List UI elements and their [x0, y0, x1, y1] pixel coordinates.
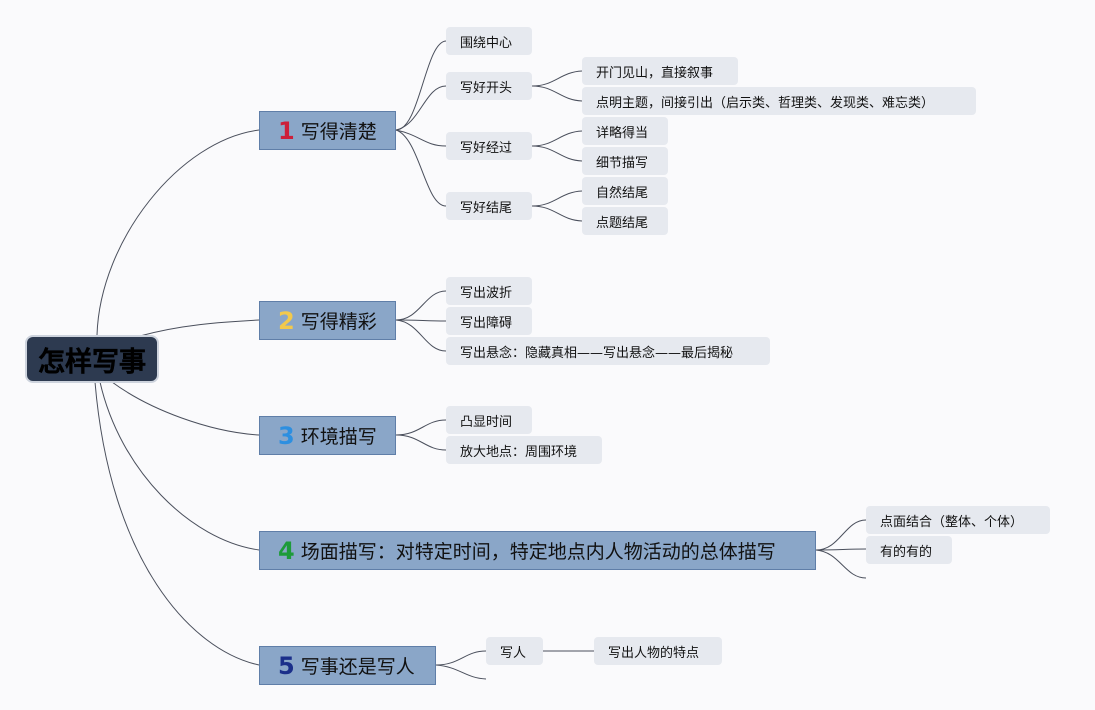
branch-3-label: 环境描写 [300, 426, 377, 448]
b3-child-1[interactable]: 凸显时间 [446, 406, 532, 434]
b1-leaf-ending-2-label: 点题结尾 [596, 215, 649, 231]
b1-leaf-opening-1-label: 开门见山，直接叙事 [596, 65, 714, 81]
b1-leaf-middle-1[interactable]: 详略得当 [582, 117, 668, 145]
b3-child-2-label: 放大地点：周围环境 [460, 444, 578, 460]
connector-b1-l5 [531, 190, 583, 207]
b1-leaf-opening-2-label: 点明主题，间接引出（启示类、哲理类、发现类、难忘类） [596, 95, 935, 111]
connector-b2-c1 [395, 290, 447, 321]
branch-2-node[interactable]: 2 写得精彩 [259, 301, 396, 340]
connector-b1-l6 [531, 205, 583, 222]
b1-leaf-opening-1[interactable]: 开门见山，直接叙事 [582, 57, 738, 85]
connector-b3-c1 [395, 419, 447, 436]
b4-child-2-label: 有的有的 [880, 544, 933, 560]
root-node[interactable]: 怎样写事 [25, 335, 159, 383]
connector-b2-c3 [395, 319, 447, 352]
b4-child-1[interactable]: 点面结合（整体、个体） [866, 506, 1050, 534]
connector-b1-c1 [395, 40, 447, 131]
branch-5-number: 5 [278, 651, 295, 680]
branch-1-node[interactable]: 1 写得清楚 [259, 111, 396, 150]
b1-child-3[interactable]: 写好经过 [446, 132, 532, 160]
root-label: 怎样写事 [38, 346, 146, 378]
connector-b2-c2 [395, 319, 447, 322]
b2-child-1-label: 写出波折 [460, 285, 513, 301]
branch-5-node[interactable]: 5 写事还是写人 [259, 646, 436, 685]
connector-b1-l2 [531, 85, 583, 102]
branch-2-number: 2 [278, 306, 295, 335]
b1-child-3-label: 写好经过 [460, 140, 513, 156]
branch-2-label: 写得精彩 [300, 311, 377, 333]
b1-child-4-label: 写好结尾 [460, 200, 513, 216]
connector-root-b5 [94, 381, 260, 666]
connector-b4-c3 [815, 549, 867, 579]
branch-5-label: 写事还是写人 [300, 656, 415, 678]
connector-b1-c2 [395, 85, 447, 131]
connector-b4-c1 [815, 519, 867, 551]
connector-b1-l4 [531, 145, 583, 162]
branch-3-number: 3 [278, 421, 295, 450]
branch-4-node[interactable]: 4 场面描写：对特定时间，特定地点内人物活动的总体描写 [259, 531, 816, 570]
b1-child-1[interactable]: 围绕中心 [446, 27, 532, 55]
b2-child-2-label: 写出障碍 [460, 315, 513, 331]
connector-root-b4 [99, 381, 260, 551]
b1-child-2[interactable]: 写好开头 [446, 72, 532, 100]
b2-child-1[interactable]: 写出波折 [446, 277, 532, 305]
b1-leaf-ending-1-label: 自然结尾 [596, 185, 649, 201]
connector-b5-c1 [435, 650, 487, 666]
b5-leaf-1[interactable]: 写出人物的特点 [594, 637, 722, 665]
b1-leaf-middle-1-label: 详略得当 [596, 125, 649, 141]
b1-leaf-ending-1[interactable]: 自然结尾 [582, 177, 668, 205]
connector-b1-l3 [531, 130, 583, 147]
branch-4-label: 场面描写：对特定时间，特定地点内人物活动的总体描写 [300, 541, 776, 563]
connector-root-b2 [139, 319, 260, 337]
branch-1-number: 1 [278, 116, 295, 145]
connector-b3-c2 [395, 434, 447, 451]
branch-3-node[interactable]: 3 环境描写 [259, 416, 396, 455]
b1-leaf-opening-2[interactable]: 点明主题，间接引出（启示类、哲理类、发现类、难忘类） [582, 87, 976, 115]
b2-child-3-label: 写出悬念：隐藏真相——写出悬念——最后揭秘 [460, 345, 734, 361]
connector-root-b1 [96, 129, 260, 336]
b4-child-1-label: 点面结合（整体、个体） [880, 514, 1024, 530]
connector-b1-c4 [395, 129, 447, 207]
b3-child-1-label: 凸显时间 [460, 414, 513, 430]
connector-b5-c2 [435, 664, 487, 680]
b1-child-4[interactable]: 写好结尾 [446, 192, 532, 220]
b2-child-2[interactable]: 写出障碍 [446, 307, 532, 335]
b1-child-1-label: 围绕中心 [460, 35, 513, 51]
branch-1-label: 写得清楚 [300, 121, 377, 143]
b3-child-2[interactable]: 放大地点：周围环境 [446, 436, 602, 464]
connector-b1-l1 [531, 70, 583, 87]
branch-4-number: 4 [278, 536, 295, 565]
connector-b4-c2 [815, 548, 867, 551]
b5-child-1-label: 写人 [500, 645, 527, 661]
b1-leaf-middle-2[interactable]: 细节描写 [582, 147, 668, 175]
b2-child-3[interactable]: 写出悬念：隐藏真相——写出悬念——最后揭秘 [446, 337, 770, 365]
connector-b1-c3 [395, 129, 447, 147]
b1-leaf-middle-2-label: 细节描写 [596, 155, 649, 171]
b1-leaf-ending-2[interactable]: 点题结尾 [582, 207, 668, 235]
b5-leaf-1-label: 写出人物的特点 [608, 645, 700, 661]
b1-child-2-label: 写好开头 [460, 80, 513, 96]
b5-child-1[interactable]: 写人 [486, 637, 543, 665]
connector-root-b3 [111, 381, 260, 436]
b4-child-2[interactable]: 有的有的 [866, 536, 952, 564]
